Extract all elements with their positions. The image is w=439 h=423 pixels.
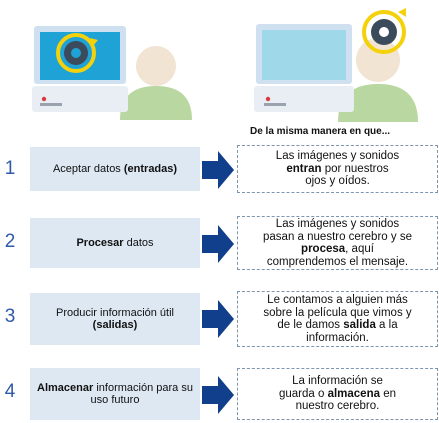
step-right-line: Le contamos a alguien más bbox=[267, 294, 408, 306]
arrow-icon bbox=[202, 225, 234, 263]
step-left-box: Almacenar información para su uso futuro bbox=[30, 368, 200, 420]
caption: De la misma manera en que... bbox=[250, 126, 391, 137]
step-right-box: La información se guarda o almacena en n… bbox=[237, 368, 438, 420]
step-left-box: Aceptar datos (entradas) bbox=[30, 147, 200, 191]
step-right-box: Las imágenes y sonidos entran por nuestr… bbox=[237, 145, 438, 193]
step-right-bold: entran bbox=[286, 162, 322, 175]
step-right-bold: salida bbox=[343, 319, 376, 331]
computer-user-illustration-right bbox=[254, 8, 418, 122]
step-left-box: Procesar datos bbox=[30, 218, 200, 268]
arrow-icon bbox=[202, 376, 234, 414]
step-right-line: comprendemos el mensaje. bbox=[266, 255, 409, 268]
step-right-line: pasan a nuestro cerebro y se bbox=[263, 230, 412, 243]
step-right-bold: procesa bbox=[301, 243, 346, 255]
gear-icon bbox=[362, 8, 406, 54]
step-number: 1 bbox=[4, 158, 16, 179]
step-left-bold: Procesar bbox=[76, 237, 124, 249]
step-right-line: Las imágenes y sonidos bbox=[275, 150, 400, 163]
step-left-text: Aceptar datos bbox=[52, 163, 124, 175]
step-right-box: Le contamos a alguien más sobre la pelíc… bbox=[237, 291, 438, 347]
step-left-bold: (salidas) bbox=[92, 319, 138, 331]
step-left-bold: (entradas) bbox=[123, 163, 178, 175]
person-icon bbox=[120, 46, 192, 120]
step-right-line: Las imágenes y sonidos bbox=[275, 218, 400, 230]
step-left-bold: Almacenar bbox=[37, 382, 94, 394]
step-right-line: nuestro cerebro. bbox=[295, 400, 380, 413]
step-number: 3 bbox=[4, 306, 16, 327]
step-right-line: sobre la película que vimos y bbox=[263, 306, 412, 319]
gear-icon bbox=[56, 33, 98, 73]
step-right-bold: almacena bbox=[327, 387, 381, 400]
arrow-icon bbox=[202, 151, 234, 189]
step-left-text: datos bbox=[123, 237, 154, 249]
computer-user-illustration-left bbox=[32, 26, 192, 120]
computer-icon bbox=[254, 24, 354, 112]
arrow-icon bbox=[202, 300, 234, 338]
step-left-text: información para su uso futuro bbox=[90, 382, 193, 406]
person-icon bbox=[338, 38, 418, 122]
step-number: 2 bbox=[4, 231, 16, 252]
step-right-box: Las imágenes y sonidos pasan a nuestro c… bbox=[237, 216, 438, 270]
step-number: 4 bbox=[4, 381, 16, 402]
step-left-box: Producir información útil (salidas) bbox=[30, 293, 200, 345]
step-left-text: Producir información útil bbox=[56, 307, 174, 319]
step-right-line: ojos y oídos. bbox=[305, 175, 370, 188]
step-right-line: La información se bbox=[292, 375, 383, 388]
step-right-line: información. bbox=[306, 331, 369, 344]
